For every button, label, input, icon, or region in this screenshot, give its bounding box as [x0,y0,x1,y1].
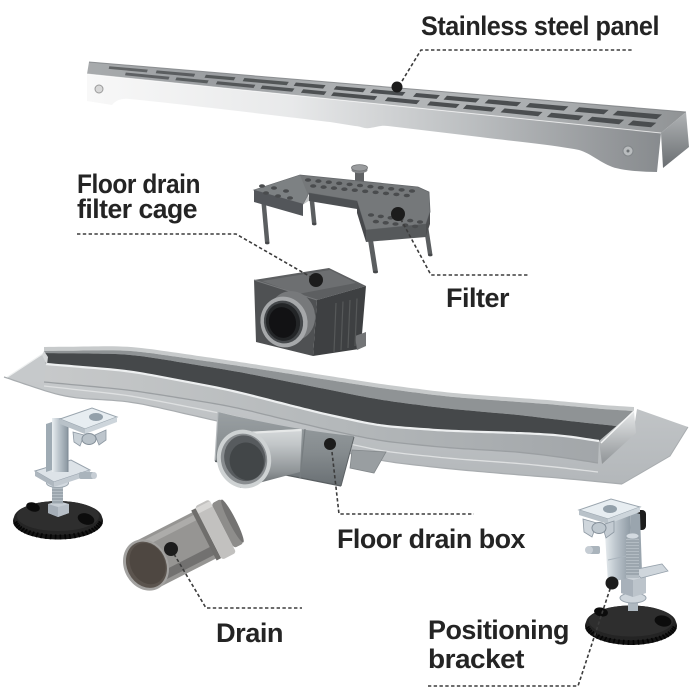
svg-text:Floor drain: Floor drain [77,169,200,199]
svg-text:Drain: Drain [216,618,283,648]
svg-text:filter cage: filter cage [77,194,197,224]
svg-text:Stainless steel panel: Stainless steel panel [421,11,659,41]
svg-text:Positioning: Positioning [428,615,569,645]
svg-text:bracket: bracket [428,644,525,674]
svg-text:Floor drain box: Floor drain box [337,524,525,554]
svg-text:Filter: Filter [446,283,510,313]
